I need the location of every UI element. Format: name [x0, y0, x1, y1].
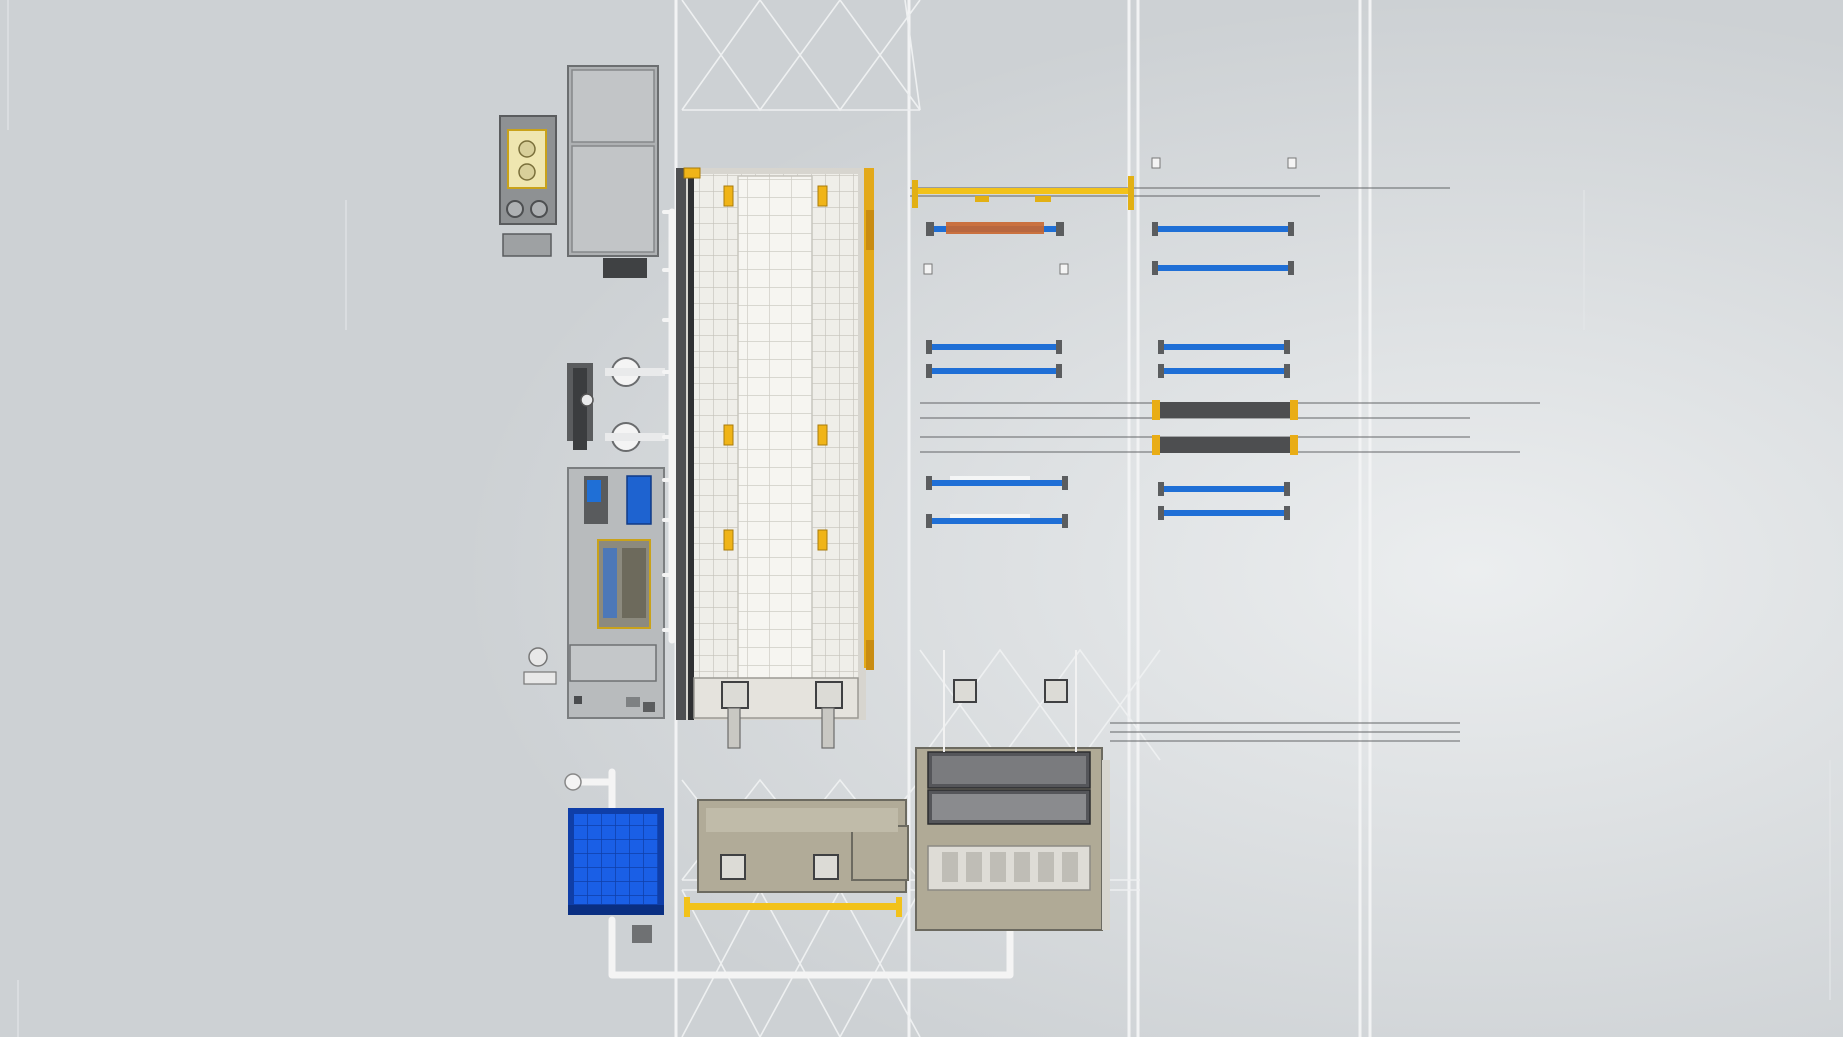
faint-floor-marks	[7, 0, 1831, 1037]
pipe-elbow	[564, 773, 582, 791]
washer-station	[915, 650, 1110, 931]
cooling-unit	[499, 115, 557, 257]
process-piping	[569, 208, 1014, 979]
rack-rust-top	[926, 222, 1064, 236]
tempering-station	[684, 799, 909, 917]
control-cabinet-bay	[567, 65, 659, 278]
main-furnace	[676, 167, 874, 749]
loaded-trays	[1152, 400, 1298, 455]
quench-tank	[568, 808, 664, 943]
overhead-crane-beam	[912, 176, 1134, 210]
storage-racks	[926, 222, 1294, 528]
blower-assembly	[567, 357, 665, 452]
floor-posts	[923, 157, 1297, 275]
hydraulic-station	[523, 467, 665, 719]
